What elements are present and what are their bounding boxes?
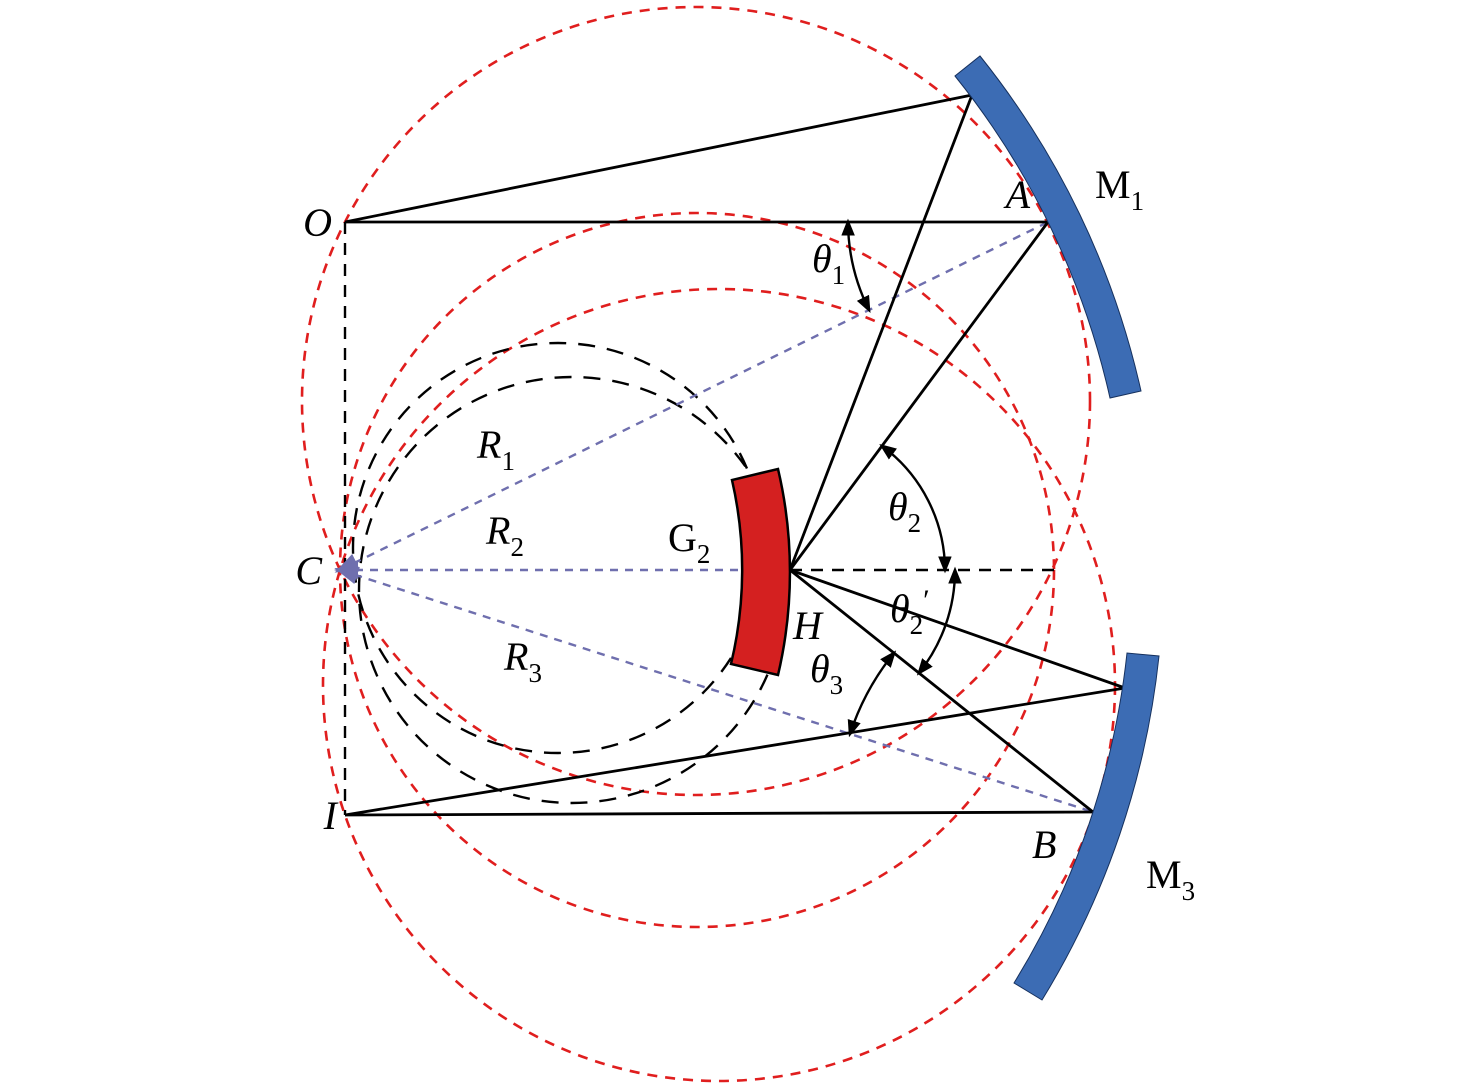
angle-arc-theta2-prime — [916, 566, 962, 676]
ray-I-to-M3 — [344, 686, 1126, 817]
ray-A-to-H — [788, 221, 1050, 571]
label-C: C — [295, 548, 323, 593]
mirror-M3 — [1013, 652, 1160, 1001]
radius-line-R3 — [334, 566, 1094, 814]
focal-circle-2 — [357, 375, 787, 805]
label-theta3: θ3 — [810, 646, 843, 700]
label-H: H — [792, 603, 824, 648]
label-A: A — [1003, 172, 1031, 217]
label-theta2: θ2 — [888, 484, 921, 538]
rowland-circle-upper — [300, 5, 1092, 797]
label-G2: G2 — [668, 515, 710, 569]
label-M3: M3 — [1146, 852, 1195, 906]
angle-arc-theta3 — [847, 650, 897, 738]
radius-line-R1 — [334, 220, 1049, 573]
ray-O-to-M1 — [344, 93, 973, 224]
label-theta2-prime: θ2′ — [890, 584, 930, 640]
label-R1: R1 — [476, 422, 515, 476]
label-O: O — [303, 200, 332, 245]
label-B: B — [1032, 822, 1056, 867]
grating-G2 — [729, 467, 792, 677]
label-I: I — [323, 793, 339, 838]
label-theta1: θ1 — [812, 236, 845, 290]
ray-I-to-B — [344, 810, 1094, 817]
angle-arc-theta2 — [879, 443, 952, 574]
label-R2: R2 — [485, 508, 524, 562]
angle-arc-theta1 — [841, 218, 871, 314]
ray-M1-to-H — [788, 94, 974, 571]
mirror-M1 — [954, 55, 1142, 399]
ray-H-to-B — [789, 568, 1094, 814]
label-R3: R3 — [503, 634, 542, 688]
rowland-circle-lower — [321, 287, 1117, 1083]
label-M1: M1 — [1095, 162, 1144, 216]
